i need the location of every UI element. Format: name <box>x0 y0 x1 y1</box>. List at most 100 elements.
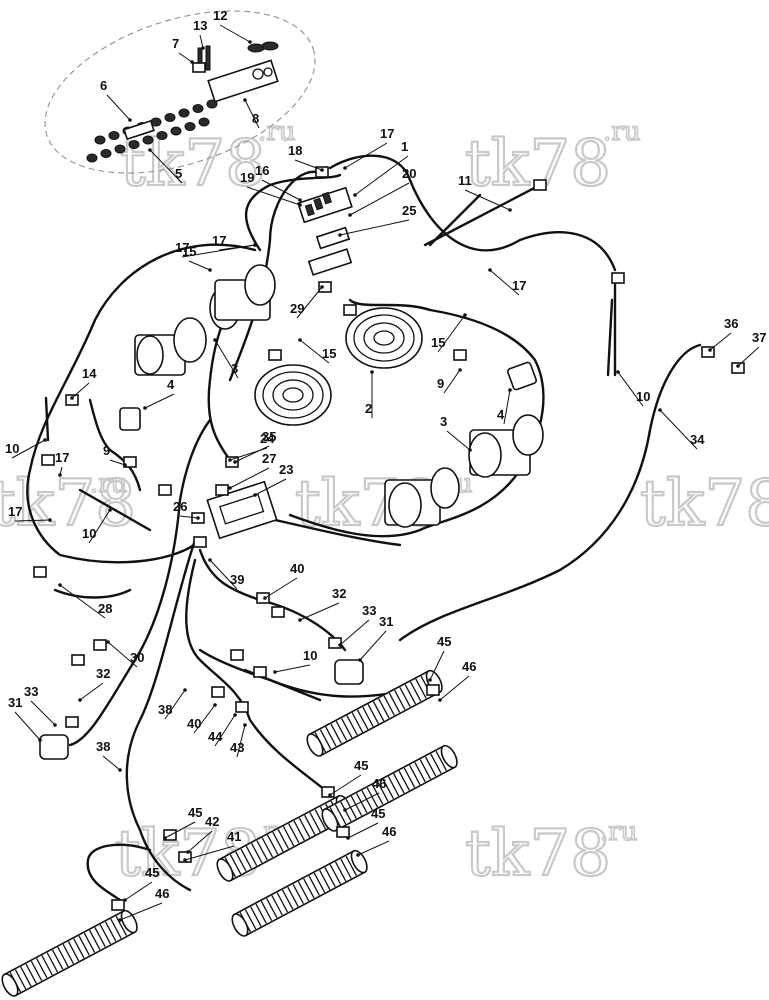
leader-line <box>124 881 153 901</box>
resistor <box>119 361 537 431</box>
connector <box>111 899 125 911</box>
callout-label: 35 <box>262 429 276 444</box>
callout-label: 23 <box>279 462 293 477</box>
callout-label: 12 <box>213 8 227 23</box>
washer <box>198 117 210 127</box>
leader-arrowhead <box>128 118 132 122</box>
leader-arrowhead <box>108 508 112 512</box>
callout-label: 40 <box>187 716 201 731</box>
heater-core <box>321 744 458 832</box>
connector <box>271 606 285 618</box>
leader-arrowhead <box>106 640 110 644</box>
spacer <box>123 119 155 141</box>
leader-arrowhead <box>320 285 324 289</box>
connector <box>426 684 440 696</box>
leader-arrowhead <box>370 370 374 374</box>
leader-line <box>354 155 409 196</box>
connector <box>33 566 47 578</box>
callout-label: 46 <box>462 659 476 674</box>
callout-label: 2 <box>365 401 372 416</box>
callout-label: 9 <box>103 443 110 458</box>
leader-arrowhead <box>78 698 82 702</box>
connector <box>65 394 79 406</box>
callout-label: 8 <box>252 111 259 126</box>
heater-unit <box>1 669 458 997</box>
leader-line <box>71 382 90 399</box>
callout-label: 30 <box>130 650 144 665</box>
leader-arrowhead <box>328 793 332 797</box>
leader-line <box>144 393 175 409</box>
leader-arrowhead <box>508 208 512 212</box>
washer <box>164 113 176 122</box>
leader-line <box>214 714 236 747</box>
callout-label: 28 <box>98 601 112 616</box>
leader-arrowhead <box>118 768 122 772</box>
leader-arrowhead <box>243 723 247 727</box>
watermark-text: tk78 <box>0 467 136 541</box>
leader-arrowhead <box>186 850 190 854</box>
connector <box>158 484 172 496</box>
callout-label: 6 <box>100 78 107 93</box>
callout-label: 33 <box>24 684 38 699</box>
callout-label: 17 <box>55 450 69 465</box>
blower-motor <box>384 414 544 528</box>
leader-line <box>187 830 213 853</box>
callout-label: 44 <box>208 729 223 744</box>
connector <box>453 349 467 361</box>
callout-label: 10 <box>5 441 19 456</box>
leader-line <box>106 94 131 121</box>
leader-line <box>296 286 323 319</box>
leader-line <box>446 430 471 451</box>
callout-label: 46 <box>155 886 169 901</box>
leader-line <box>30 700 56 726</box>
callout-label: 40 <box>290 561 304 576</box>
leader-arrowhead <box>338 643 342 647</box>
connector <box>701 346 715 358</box>
leader-line <box>199 34 204 49</box>
leader-arrowhead <box>201 46 205 50</box>
leader-arrowhead <box>658 408 662 412</box>
connector <box>328 637 342 649</box>
leader-arrowhead <box>70 396 74 400</box>
callout-label: 4 <box>167 377 175 392</box>
connector <box>93 639 107 651</box>
leader-arrowhead <box>196 516 200 520</box>
condenser-fan <box>345 307 423 369</box>
callout-label: 46 <box>382 824 396 839</box>
leader-arrowhead <box>143 406 147 410</box>
connector <box>343 304 357 316</box>
callout-label: 31 <box>8 695 22 710</box>
leader-line <box>357 840 390 856</box>
washer <box>184 122 196 131</box>
callout-label: 46 <box>372 776 386 791</box>
connector <box>211 686 225 698</box>
leader-arrowhead <box>298 198 302 202</box>
watermark-suffix: .ru <box>90 469 127 499</box>
leader-arrowhead <box>463 313 467 317</box>
leader-arrowhead <box>353 193 357 197</box>
leader-line <box>339 619 370 646</box>
leader-arrowhead <box>213 338 217 342</box>
detail-ellipse <box>44 10 316 174</box>
leader-arrowhead <box>38 738 42 742</box>
connector <box>256 592 270 604</box>
leader-line <box>737 346 760 367</box>
leader-arrowhead <box>53 723 57 727</box>
callout-label: 25 <box>402 203 416 218</box>
leader-line <box>439 675 470 701</box>
callout-label: 36 <box>724 316 738 331</box>
connector <box>123 456 137 468</box>
washer <box>114 144 126 154</box>
leader-arrowhead <box>43 438 47 442</box>
connector <box>178 851 192 863</box>
leader-arrowhead <box>458 368 462 372</box>
watermark-suffix: .ru <box>600 817 637 847</box>
connector <box>235 701 249 713</box>
leader-line <box>344 792 380 811</box>
condenser-fan <box>254 364 332 426</box>
callout-label: 43 <box>230 740 244 755</box>
leader-line <box>59 584 106 619</box>
leader-line <box>359 630 387 661</box>
leader-arrowhead <box>348 213 352 217</box>
